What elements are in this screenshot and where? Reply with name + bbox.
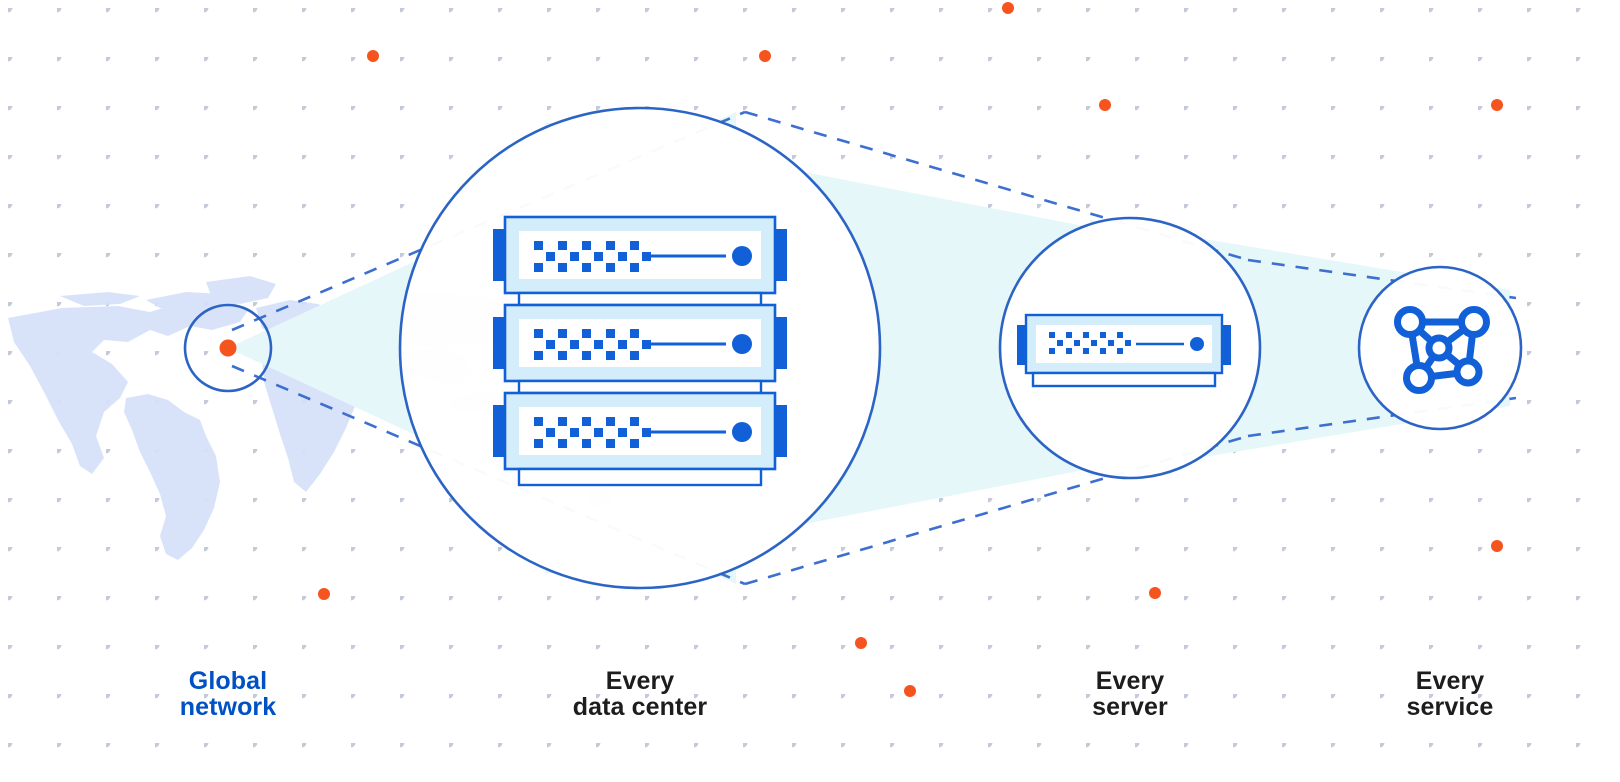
server-unit-3 — [493, 391, 787, 471]
server-unit-3-led-grid — [534, 417, 651, 448]
server-unit-1-status-dot — [732, 246, 752, 266]
stage-label-every-service: Every service — [1406, 667, 1494, 722]
graph-node-bottom-right — [1453, 357, 1483, 387]
accent-dot — [318, 588, 330, 600]
single-server-status-dot — [1190, 337, 1204, 351]
network-graph-nodes — [1394, 306, 1490, 394]
single-server-base-plate — [1031, 371, 1217, 388]
graph-node-top-right — [1458, 306, 1490, 338]
accent-dot — [1491, 99, 1503, 111]
server-single-unit — [1017, 313, 1231, 388]
server-unit-2-led-grid — [534, 329, 651, 360]
accent-dot — [1491, 540, 1503, 552]
single-server-led-grid — [1049, 332, 1131, 354]
accent-dot — [367, 50, 379, 62]
stage-every-data-center[interactable] — [398, 106, 882, 590]
rack-connector-2 — [517, 379, 763, 395]
rack-connector-1 — [517, 291, 763, 307]
graph-node-bottom-left — [1403, 362, 1435, 394]
stage-label-every-data-center: Every data center — [572, 667, 708, 722]
global-network-pin-dot — [219, 339, 237, 357]
stage-label-every-server: Every server — [1092, 667, 1168, 722]
server-unit-1 — [493, 215, 787, 295]
server-unit-2-status-dot — [732, 334, 752, 354]
graph-node-top-left — [1394, 306, 1426, 338]
accent-dot — [904, 685, 916, 697]
server-unit-2 — [493, 303, 787, 383]
accent-dots-group — [318, 2, 1503, 697]
server-rack-three-units — [493, 215, 787, 487]
graph-node-center — [1425, 334, 1453, 362]
rack-base-plate — [517, 467, 763, 487]
stage-label-global-network: Global network — [179, 667, 277, 722]
accent-dot — [1099, 99, 1111, 111]
accent-dot — [1002, 2, 1014, 14]
accent-dot — [855, 637, 867, 649]
stage-every-server[interactable] — [998, 216, 1262, 480]
accent-dot — [1149, 587, 1161, 599]
stage-every-service[interactable] — [1357, 265, 1523, 431]
server-unit-1-led-grid — [534, 241, 651, 272]
stage-global-network[interactable] — [183, 303, 273, 393]
global-network-circle — [183, 303, 273, 393]
accent-dot — [759, 50, 771, 62]
server-unit-3-status-dot — [732, 422, 752, 442]
